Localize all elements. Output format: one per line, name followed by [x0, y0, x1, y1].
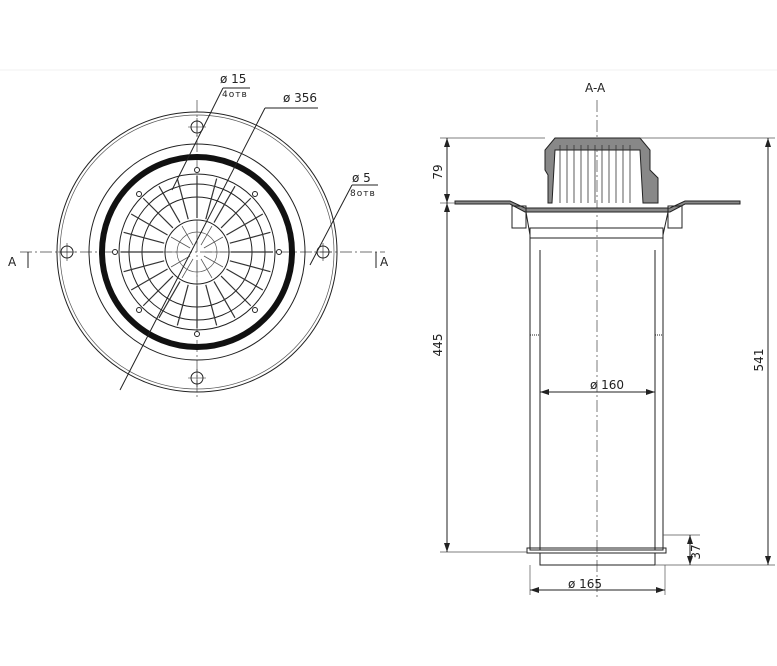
- grate-rib: [220, 197, 252, 229]
- section-view: A-A 79: [431, 81, 775, 600]
- hole-large-count-label: 4отв: [222, 90, 248, 100]
- hole-small: [194, 167, 200, 173]
- hub-rib: [203, 255, 224, 268]
- outer-flange: [56, 111, 338, 393]
- dim-dome-height: 79: [431, 164, 445, 179]
- hub-rib: [170, 236, 191, 249]
- grate-rib: [213, 185, 236, 223]
- membrane-flange: [454, 200, 741, 213]
- dome-hatched: [544, 137, 659, 204]
- grate-rib: [130, 268, 168, 291]
- grate-rib: [123, 231, 165, 244]
- leader-hole-small: [309, 184, 353, 266]
- plan-view: ø 15 4отв ø 356 ø 5 8отв A A: [8, 72, 389, 400]
- flange-inner-edge: [88, 143, 306, 361]
- grate-rib: [229, 260, 271, 273]
- clamping-ring: [99, 154, 295, 350]
- grate-rib: [220, 275, 252, 307]
- hole-small: [194, 331, 200, 337]
- grate-rib: [205, 178, 218, 220]
- hole-small: [251, 306, 258, 313]
- section-title: A-A: [585, 81, 606, 95]
- hole-small: [136, 191, 143, 198]
- grate-rib: [213, 281, 236, 319]
- hub-rib: [181, 225, 194, 246]
- hole-small-dia-label: ø 5: [352, 171, 371, 185]
- dim-pipe-length: 445: [431, 334, 445, 357]
- grate-rib: [229, 231, 271, 244]
- grate-rib: [142, 197, 174, 229]
- hole-small: [276, 249, 282, 255]
- grate-rib: [130, 213, 168, 236]
- grate-rib: [205, 284, 218, 326]
- hub-rib: [170, 255, 191, 268]
- grate-outer: [118, 173, 276, 331]
- outer-dia-label: ø 356: [283, 91, 317, 105]
- hole-large-dia-label: ø 15: [220, 72, 246, 86]
- grate-rib: [226, 268, 264, 291]
- grate-hub: [164, 219, 230, 285]
- clamp-left: [511, 205, 527, 229]
- grate-rib: [176, 178, 189, 220]
- dim-pipe-dia: ø 160: [590, 378, 624, 392]
- grate-rib: [158, 185, 181, 223]
- hub-rib: [200, 225, 213, 246]
- hub-rib: [203, 236, 224, 249]
- insulation-left: [529, 334, 541, 551]
- dim-outlet-dia: ø 165: [568, 577, 602, 591]
- leader-hole-large: [171, 87, 224, 191]
- body-collar: [529, 227, 664, 239]
- hole-small-count-label: 8отв: [350, 189, 376, 199]
- grate-rib: [158, 281, 181, 319]
- dim-bottom: 37: [689, 544, 703, 559]
- hole-small: [112, 249, 118, 255]
- dimensions: [440, 137, 775, 595]
- pipe: [529, 237, 664, 551]
- hole-small: [251, 191, 258, 198]
- dome-ribs: [559, 145, 631, 203]
- section-marker-right: A: [380, 255, 389, 269]
- dim-total-height: 541: [752, 349, 766, 372]
- grate-rib: [142, 275, 174, 307]
- hole-small: [136, 306, 143, 313]
- section-marker-left: A: [8, 255, 17, 269]
- grate-ribs: [121, 176, 273, 328]
- clamp-right: [667, 205, 683, 229]
- hub-rib: [181, 258, 194, 279]
- grate-rib: [176, 284, 189, 326]
- leader-outer-dia: [119, 107, 266, 391]
- grate-rib: [226, 213, 264, 236]
- grate-rib: [123, 260, 165, 273]
- insulation-right: [654, 334, 664, 551]
- hub-rib: [200, 258, 213, 279]
- outlet-sleeve: [539, 552, 656, 566]
